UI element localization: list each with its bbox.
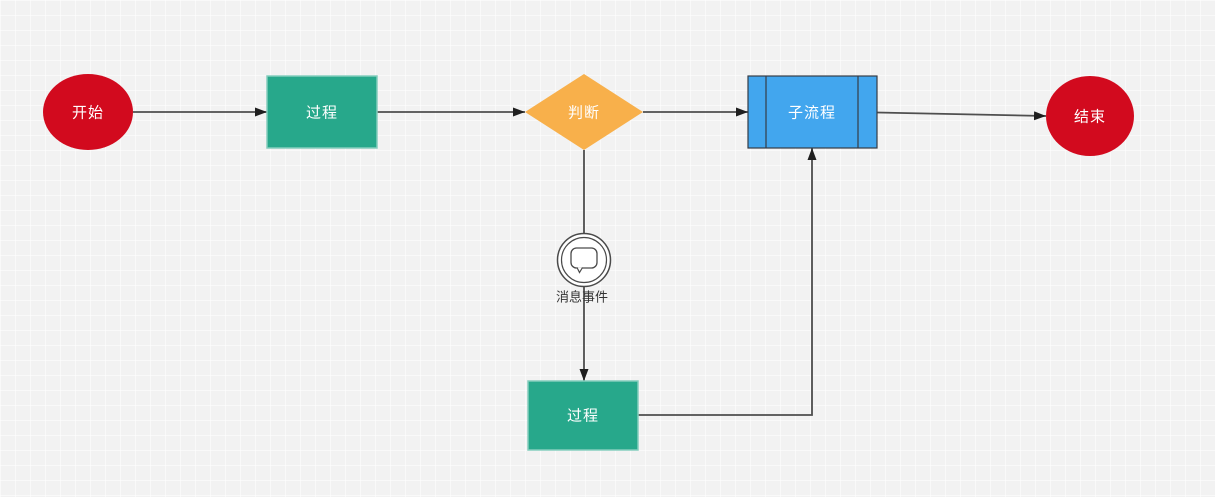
- process2-label: 过程: [567, 406, 599, 424]
- message-event-node[interactable]: 消息事件: [556, 232, 612, 306]
- process1-node[interactable]: 过程: [266, 75, 378, 149]
- process2-rect[interactable]: [527, 380, 639, 451]
- edge-process2-to-subprocess[interactable]: [638, 148, 817, 416]
- process1-rect[interactable]: [266, 75, 378, 149]
- process1-label: 过程: [306, 103, 338, 121]
- speech-bubble-tail-icon: [576, 267, 584, 274]
- subprocess-node[interactable]: 子流程: [747, 75, 878, 149]
- end-label: 结束: [1074, 107, 1106, 125]
- subprocess-rect[interactable]: [747, 75, 878, 149]
- process2-node[interactable]: 过程: [527, 380, 639, 451]
- subprocess-label: 子流程: [788, 103, 836, 121]
- end-ellipse[interactable]: [1046, 76, 1134, 156]
- start-label: 开始: [72, 103, 104, 121]
- start-node[interactable]: 开始: [43, 74, 133, 150]
- decision-node[interactable]: 判断: [525, 74, 643, 150]
- speech-bubble-icon: [570, 247, 598, 269]
- decision-label: 判断: [568, 103, 600, 121]
- edge-subprocess-to-end[interactable]: [876, 111, 1047, 121]
- start-ellipse[interactable]: [43, 74, 133, 150]
- message-event-label: 消息事件: [556, 290, 608, 306]
- end-node[interactable]: 结束: [1046, 76, 1134, 156]
- decision-diamond[interactable]: [525, 74, 643, 150]
